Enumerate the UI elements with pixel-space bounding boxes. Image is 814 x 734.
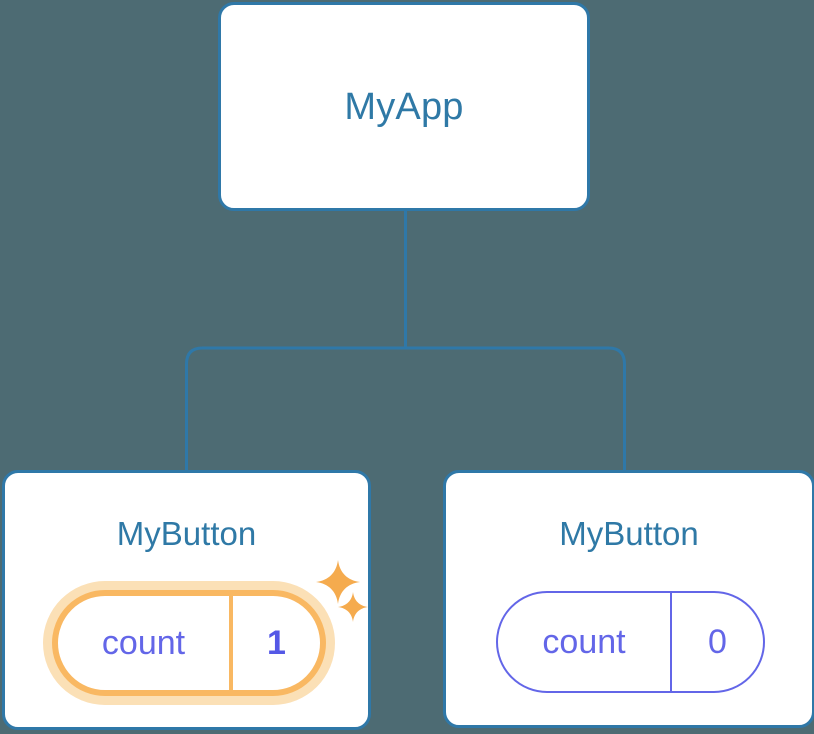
- state-pill-label: count: [498, 593, 672, 691]
- node-myapp[interactable]: MyApp: [218, 2, 590, 211]
- state-pill-value: 0: [708, 623, 727, 661]
- state-pill-label: count: [58, 596, 233, 690]
- state-pill-highlighted[interactable]: count 1: [43, 581, 335, 705]
- node-mybutton-right[interactable]: MyButton count 0: [443, 470, 814, 728]
- node-mybutton-left[interactable]: MyButton count 1: [2, 470, 371, 730]
- state-pill-body[interactable]: count 1: [52, 590, 326, 696]
- node-mybutton-left-title: MyButton: [116, 515, 257, 552]
- state-pill-value: 1: [267, 624, 286, 662]
- node-myapp-title: MyApp: [344, 85, 464, 128]
- connector-branch-bus: [185, 346, 626, 470]
- node-mybutton-right-title: MyButton: [559, 515, 699, 552]
- state-pill-plain[interactable]: count 0: [496, 591, 765, 693]
